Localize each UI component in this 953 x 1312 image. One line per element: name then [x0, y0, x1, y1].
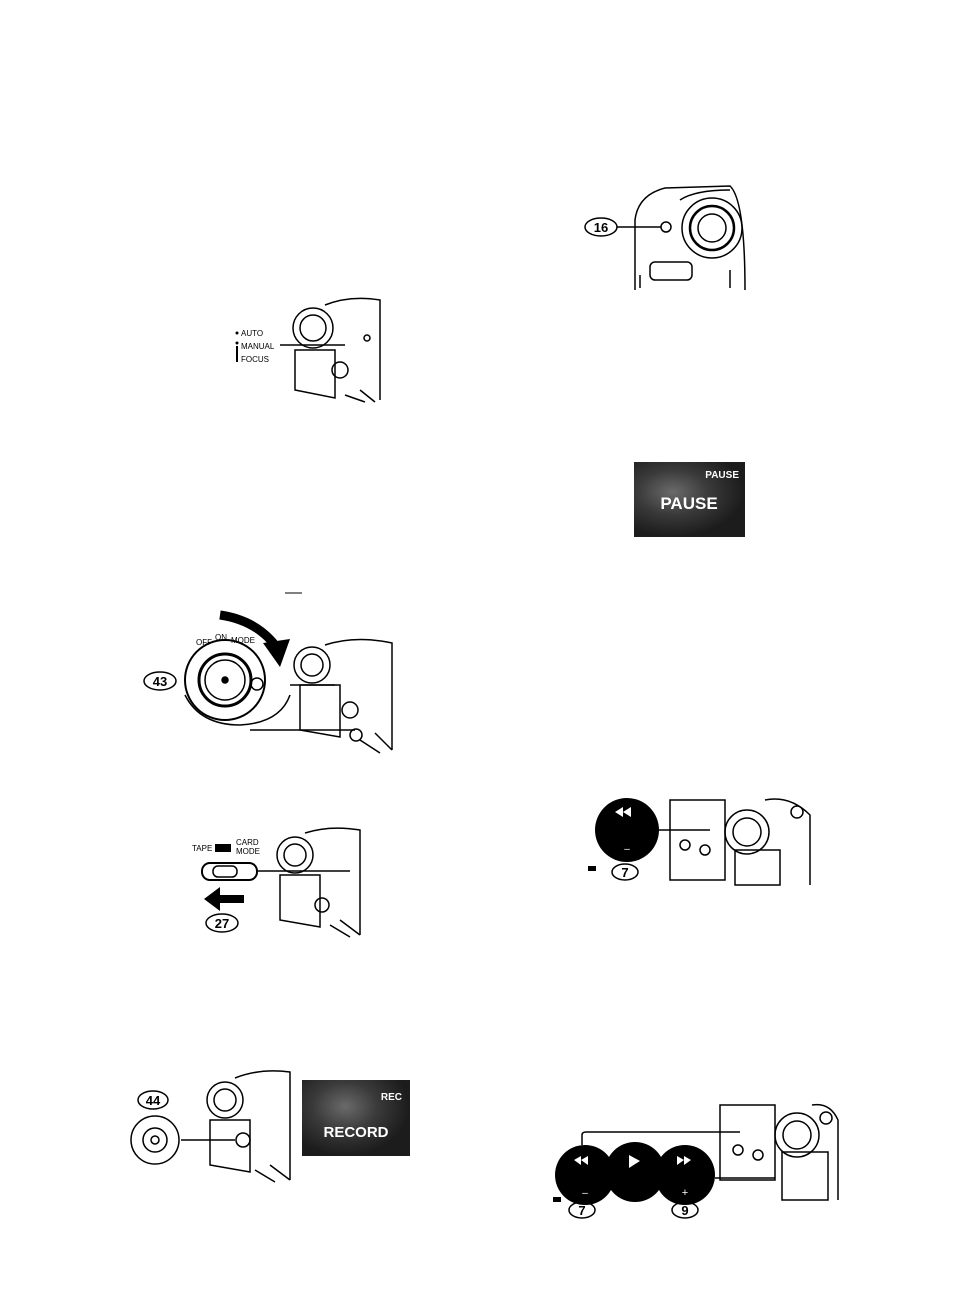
- callout-7: 7: [569, 1202, 595, 1218]
- figure-focus-switch: AUTO MANUAL FOCUS: [225, 290, 385, 410]
- figure-pause-screen: PAUSE PAUSE: [634, 462, 745, 537]
- svg-text:7: 7: [621, 865, 628, 880]
- svg-text:–: –: [582, 1188, 588, 1199]
- record-indicator-large: RECORD: [323, 1124, 388, 1141]
- svg-text:27: 27: [215, 916, 229, 931]
- callout-16: 16: [585, 218, 661, 236]
- callout-44: 44: [138, 1091, 168, 1109]
- figure-record-button: 44: [125, 1060, 295, 1185]
- card-icon: [588, 866, 596, 871]
- figure-mode-switch: TAPE CARD MODE 27: [190, 825, 365, 940]
- svg-text:MODE: MODE: [231, 636, 255, 645]
- mode-indicator: [215, 844, 231, 852]
- camcorder-side-illustration: [277, 828, 360, 937]
- callout-7: 7: [612, 864, 638, 880]
- figure-power-dial: 27 43 OFF ON MODE: [130, 585, 395, 755]
- svg-text:FOCUS: FOCUS: [241, 355, 269, 364]
- camcorder-side-illustration: [207, 1071, 290, 1182]
- camera-front-illustration: [635, 186, 745, 290]
- svg-text:+: +: [682, 1187, 688, 1199]
- card-icon: [553, 1197, 561, 1202]
- svg-text:TAPE: TAPE: [192, 844, 212, 853]
- figure-playback-controls: – + 7 9: [550, 1100, 840, 1220]
- svg-text:44: 44: [146, 1093, 161, 1108]
- focus-options: AUTO MANUAL FOCUS: [236, 329, 275, 364]
- record-button-icon: [131, 1116, 179, 1164]
- rewind-button-icon: –: [595, 798, 659, 862]
- callout-9: 9: [672, 1202, 698, 1218]
- svg-text:ON: ON: [215, 633, 227, 642]
- figure-lens-callout: 16: [580, 180, 755, 295]
- pause-indicator-large: PAUSE: [660, 494, 717, 513]
- svg-text:OFF: OFF: [196, 638, 212, 647]
- svg-text:16: 16: [594, 220, 608, 235]
- camcorder-side-illustration: [294, 639, 392, 753]
- figure-record-screen: REC RECORD: [302, 1080, 410, 1156]
- svg-text:7: 7: [578, 1203, 585, 1218]
- callout-43: 27 43: [144, 672, 176, 690]
- arrow-left-icon: [204, 887, 244, 911]
- svg-text:MANUAL: MANUAL: [241, 342, 275, 351]
- svg-text:43: 43: [153, 674, 167, 689]
- fast-forward-button-icon: +: [655, 1145, 715, 1205]
- camcorder-side-illustration: [293, 298, 380, 402]
- pause-indicator-small: PAUSE: [705, 470, 739, 481]
- svg-text:CARD: CARD: [236, 838, 259, 847]
- mode-slide-switch: [202, 863, 257, 880]
- svg-text:9: 9: [681, 1203, 688, 1218]
- camcorder-back-illustration: [670, 799, 810, 885]
- svg-text:AUTO: AUTO: [241, 329, 263, 338]
- svg-text:–: –: [624, 844, 630, 855]
- callout-27: 27: [206, 914, 238, 932]
- svg-text:MODE: MODE: [236, 847, 260, 856]
- rec-indicator-small: REC: [381, 1092, 402, 1103]
- camcorder-back-illustration: [720, 1105, 838, 1200]
- figure-rewind-button: – 7: [585, 790, 815, 890]
